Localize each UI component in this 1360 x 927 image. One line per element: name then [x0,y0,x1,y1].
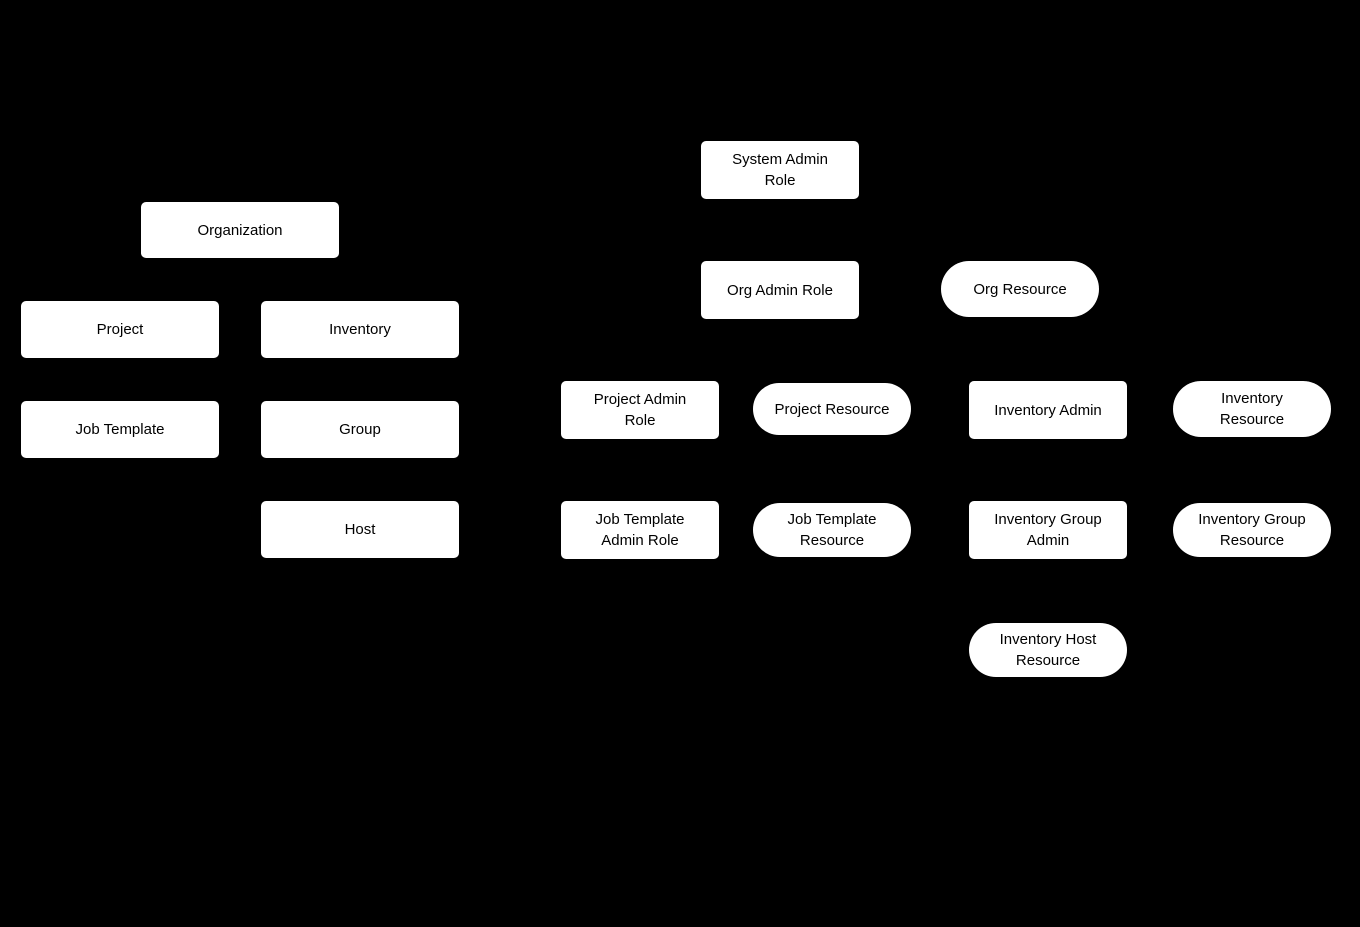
node-org-admin-role: Org Admin Role [701,261,859,319]
node-job-template-admin-role: Job Template Admin Role [561,501,719,559]
node-job-template-label: Job Template [75,421,165,438]
node-project-resource: Project Resource [753,383,911,435]
node-host: Host [261,501,459,558]
node-project: Project [21,301,219,358]
node-inventory-group-admin-label: Inventory Group Admin [994,511,1102,549]
node-inventory-resource-label: Inventory Resource [1219,390,1285,428]
node-inventory-group-resource-label: Inventory Group Resource [1198,511,1306,549]
node-project-admin-role-label: Project Admin Role [593,391,687,429]
node-group-label: Group [339,421,381,438]
node-project-admin-role: Project Admin Role [561,381,719,439]
node-inventory-host-resource: Inventory Host Resource [969,623,1127,677]
node-organization: Organization [141,202,339,258]
node-inventory-group-admin: Inventory Group Admin [969,501,1127,559]
node-job-template-admin-role-label: Job Template Admin Role [595,511,685,549]
node-job-template-resource: Job Template Resource [753,503,911,557]
node-org-resource-label: Org Resource [973,280,1067,298]
node-host-label: Host [344,521,376,538]
node-project-label: Project [96,321,144,338]
node-org-admin-role-label: Org Admin Role [727,281,833,299]
node-inventory-label: Inventory [329,321,391,338]
node-group: Group [261,401,459,458]
node-system-admin-role: System Admin Role [701,141,859,199]
node-job-template-resource-label: Job Template Resource [787,511,877,549]
node-system-admin-role-label: System Admin Role [732,151,828,189]
node-inventory: Inventory [261,301,459,358]
node-job-template: Job Template [21,401,219,458]
node-inventory-admin-label: Inventory Admin [994,401,1102,419]
node-inventory-resource: Inventory Resource [1173,381,1331,437]
node-inventory-admin: Inventory Admin [969,381,1127,439]
node-inventory-host-resource-label: Inventory Host Resource [999,631,1097,669]
node-inventory-group-resource: Inventory Group Resource [1173,503,1331,557]
node-project-resource-label: Project Resource [774,400,890,418]
node-org-resource: Org Resource [941,261,1099,317]
node-organization-label: Organization [197,221,283,239]
